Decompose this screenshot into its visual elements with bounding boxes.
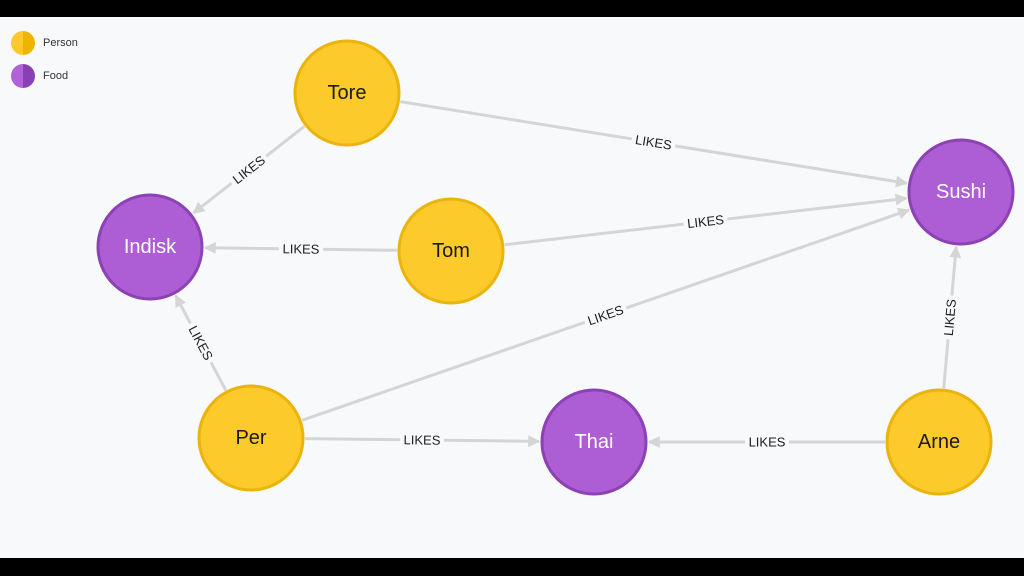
node-circle[interactable]	[397, 197, 505, 305]
relationship-per-sushi[interactable]: LIKES	[301, 207, 911, 422]
legend-swatch-food	[11, 64, 35, 88]
relationship-label: LIKES	[749, 435, 786, 450]
node-label: Tom	[432, 240, 470, 262]
relationship-arne-thai[interactable]: LIKES	[647, 434, 885, 450]
node-tore[interactable]: Tore	[293, 39, 401, 147]
relationship-tore-sushi[interactable]: LIKES	[400, 100, 908, 188]
node-circle[interactable]	[96, 193, 204, 301]
relationship-tom-sushi[interactable]: LIKES	[504, 193, 908, 247]
relationship-label: LIKES	[586, 302, 626, 328]
node-indisk[interactable]: Indisk	[96, 193, 204, 301]
relationship-label-background	[278, 240, 324, 258]
relationship-per-indisk[interactable]: LIKES	[174, 294, 228, 391]
node-label: Indisk	[124, 236, 177, 258]
relationship-tore-indisk[interactable]: LIKES	[192, 125, 306, 215]
legend-item-food[interactable]: Food	[11, 64, 78, 88]
node-circle[interactable]	[885, 388, 993, 496]
legend-item-person[interactable]: Person	[11, 31, 78, 55]
relationship-label: LIKES	[634, 132, 673, 153]
node-label: Per	[235, 427, 266, 449]
graph-svg: LIKES LIKES LIKES LIKES LIKES LIKES LIKES LIKES…	[96, 39, 1015, 496]
relationship-label-background	[183, 319, 219, 367]
legend-label-person: Person	[43, 37, 78, 49]
relationship-label: LIKES	[403, 432, 440, 447]
relationship-label-background	[682, 211, 729, 233]
relationship-label-background	[582, 300, 629, 330]
node-sushi[interactable]: Sushi	[907, 138, 1015, 246]
legend-swatch-person	[11, 31, 35, 55]
node-thai[interactable]: Thai	[540, 388, 648, 496]
relationship-label-background	[630, 131, 677, 154]
legend-label-food: Food	[43, 70, 69, 82]
node-circle[interactable]	[907, 138, 1015, 246]
node-label: Arne	[918, 431, 960, 453]
node-label: Tore	[328, 82, 367, 104]
relationship-arne-sushi[interactable]: LIKES	[940, 245, 962, 389]
node-label: Thai	[575, 431, 614, 453]
legend: Person Food	[11, 31, 78, 97]
relationship-label-background	[399, 431, 445, 449]
node-circle[interactable]	[197, 384, 305, 492]
node-tom[interactable]: Tom	[397, 197, 505, 305]
relationship-label-background	[940, 294, 960, 341]
relationship-per-thai[interactable]: LIKES	[304, 431, 541, 449]
relationship-label-background	[745, 434, 789, 450]
relationship-label-background	[226, 149, 272, 190]
relationship-tom-indisk[interactable]: LIKES	[203, 240, 398, 258]
relationship-label: LIKES	[282, 241, 319, 256]
node-per[interactable]: Per	[197, 384, 305, 492]
relationship-label: LIKES	[941, 298, 959, 336]
node-arne[interactable]: Arne	[885, 388, 993, 496]
relationship-label: LIKES	[230, 152, 269, 187]
relationship-label: LIKES	[686, 212, 725, 231]
node-circle[interactable]	[540, 388, 648, 496]
node-circle[interactable]	[293, 39, 401, 147]
node-label: Sushi	[936, 181, 986, 203]
relationship-label: LIKES	[185, 323, 216, 363]
